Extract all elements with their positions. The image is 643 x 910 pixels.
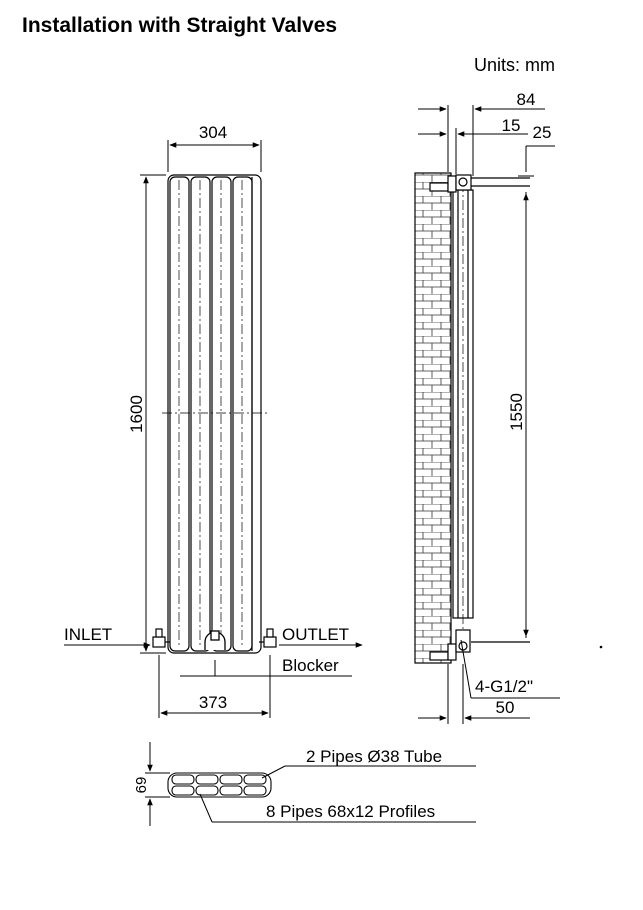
bottom-bracket: [429, 629, 530, 661]
connection-leader: [460, 639, 560, 699]
top-depth-dimension: [145, 742, 170, 826]
wall-offset-value: 50: [496, 698, 515, 717]
valve-spacing-dimension: [158, 655, 271, 718]
valve-spacing-value: 373: [199, 693, 227, 712]
depth-dimension: [418, 105, 545, 176]
wall-offset-dimension: [418, 664, 530, 724]
outlet-label: OUTLET: [282, 625, 349, 644]
profile-section: [167, 772, 272, 798]
height-dimension: [140, 174, 166, 654]
depth-value: 84: [517, 90, 536, 109]
inlet-label: INLET: [64, 625, 112, 644]
side-view: 84 15 25 1550 4-G1/2": [414, 90, 560, 724]
front-view: 304 1600 INLET OUTLET: [64, 123, 363, 718]
radiator-front: [167, 174, 262, 654]
valve-left: [152, 628, 170, 648]
top-view-leaders: [199, 765, 476, 823]
connection-label: 4-G1/2": [475, 677, 533, 696]
bracket-dimension: [518, 145, 555, 638]
valve-right: [259, 628, 277, 648]
blocker-fitting: [204, 630, 226, 650]
top-view: 69 2 Pipes Ø38 Tube 8 Pipes 68x12 Profil…: [133, 742, 476, 826]
tube-label: 2 Pipes Ø38 Tube: [306, 747, 442, 766]
top-bracket: [429, 174, 530, 193]
top-depth-value: 69: [133, 777, 150, 794]
centre-lines: [162, 180, 268, 648]
width-value: 304: [199, 123, 227, 142]
height-value: 1600: [127, 395, 146, 433]
gap-value: 15: [502, 116, 521, 135]
bracket-value: 25: [533, 123, 552, 142]
profile-label: 8 Pipes 68x12 Profiles: [266, 802, 435, 821]
gap-dimension: [418, 128, 528, 174]
brick-wall: [414, 172, 452, 664]
stray-dot: [599, 645, 603, 649]
diagram-title: Installation with Straight Valves: [22, 14, 338, 37]
blocker-label: Blocker: [282, 656, 339, 675]
width-dimension: [167, 140, 262, 172]
centres-value: 1550: [507, 393, 526, 431]
units-label: Units: mm: [474, 55, 555, 75]
